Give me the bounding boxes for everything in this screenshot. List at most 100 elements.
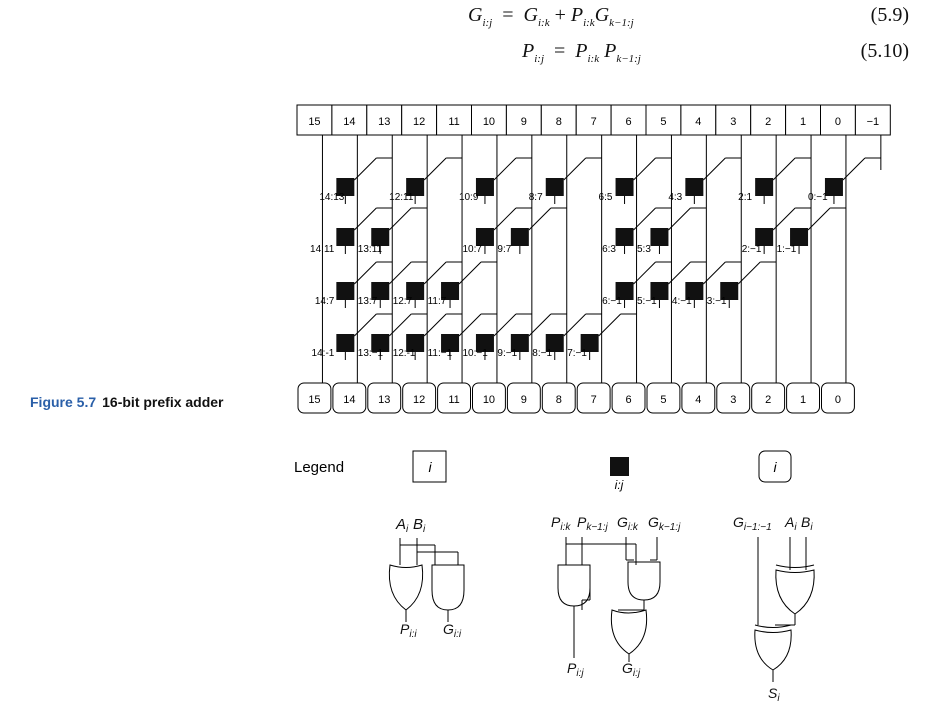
top-bit-cell (715, 104, 752, 136)
bottom-bit-label: 11 (448, 394, 459, 406)
eq2-lhs: Pi:j (522, 40, 544, 65)
prefix-node (441, 282, 460, 300)
sum-output-s: Si (768, 685, 780, 704)
prefix-node (755, 178, 774, 196)
top-bit-label: 12 (413, 116, 425, 128)
prefix-node-label: 2:1 (738, 192, 752, 203)
top-bit-label: 8 (556, 116, 562, 128)
legend-sum-box (758, 450, 792, 483)
wires (321, 135, 882, 383)
prefix-node-label: 6:5 (599, 192, 613, 203)
bottom-bit-cell (716, 382, 751, 414)
sum-input-g: Gi−1:−1 (733, 514, 772, 533)
bottom-bit-label: 3 (730, 394, 736, 406)
prefix-node-label: 7:−1 (567, 348, 587, 359)
prefix-node-label: 14:11 (310, 244, 335, 255)
equation-number-5-9: (5.9) (870, 4, 909, 26)
bottom-bit-cell (402, 382, 437, 414)
prefix-node-label: 1:−1 (777, 244, 797, 255)
pg-input-a: Ai (395, 516, 409, 535)
prefix-node-label: 4:−1 (672, 296, 692, 307)
top-bit-label: 10 (483, 116, 495, 128)
top-bit-cell (750, 104, 787, 136)
pg-output-p: Pi:i (400, 621, 417, 640)
prefix-node-label: 3:−1 (707, 296, 727, 307)
top-bit-label: 6 (625, 116, 631, 128)
top-bit-cell (505, 104, 542, 136)
top-bit-label: 0 (835, 116, 841, 128)
eq2-term-p1: Pi:k (575, 40, 600, 65)
eq1-term-g2: Gk−1:j (594, 4, 634, 29)
prefix-node-label: 11:−1 (428, 348, 453, 359)
top-bit-cell (401, 104, 438, 136)
prefix-node (475, 228, 494, 246)
top-bit-label: 4 (695, 116, 701, 128)
prefix-node-label: 8:−1 (532, 348, 552, 359)
equation-number-5-10: (5.10) (860, 40, 909, 62)
bottom-bit-cell (541, 382, 576, 414)
prefix-node (755, 228, 774, 246)
prefix-node-label: 6:3 (602, 244, 616, 255)
top-bit-cell (575, 104, 612, 136)
top-bit-cell (854, 104, 891, 136)
bottom-bit-cell (576, 382, 611, 414)
prefix-node (685, 178, 704, 196)
legend: Legend i i:j i Ai Bi Pi:i Gi:i Pi:k Pk−1 (294, 450, 815, 704)
prefix-node-label: 14:13 (319, 192, 344, 203)
bottom-bit-cell (646, 382, 681, 414)
prefix-node (824, 178, 843, 196)
top-bit-label: 2 (765, 116, 771, 128)
prefix-node-label: 13:−1 (358, 348, 384, 359)
prefix-node-label: 6:−1 (602, 296, 622, 307)
bottom-bit-label: 4 (695, 394, 701, 406)
bottom-bit-cell (786, 382, 820, 414)
bottom-bit-label: 5 (660, 394, 666, 406)
prefix-node (545, 178, 564, 196)
prefix-node (336, 334, 355, 352)
legend-sum-box-label: i (773, 459, 777, 475)
node-input-g1: Gi:k (617, 514, 639, 533)
prefix-node (371, 282, 390, 300)
legend-node-label: i:j (615, 478, 624, 492)
legend-prefix-node-logic: Pi:k Pk−1:j Gi:k Gk−1:j Pi:j Gi:j (551, 514, 681, 679)
top-bit-label: 3 (730, 116, 736, 128)
prefix-node (545, 334, 564, 352)
bottom-bit-cell (821, 382, 855, 414)
bottom-bit-label: 7 (591, 394, 597, 406)
bottom-bit-label: 2 (765, 394, 771, 406)
prefix-node (406, 334, 425, 352)
bottom-bit-cell (751, 382, 786, 414)
bottom-bit-cell (332, 382, 367, 414)
prefix-node-label: 14:-1 (312, 348, 335, 359)
prefix-node-label: 12:-1 (393, 348, 416, 359)
prefix-node-label: 2:−1 (742, 244, 762, 255)
prefix-nodes (336, 178, 843, 352)
top-bit-cell (645, 104, 682, 136)
prefix-node-label: 8:7 (529, 192, 543, 203)
bottom-bit-label: 0 (835, 394, 841, 406)
prefix-node-label: 13:11 (358, 244, 383, 255)
bottom-bit-label: 13 (378, 394, 390, 406)
eq1-lhs: Gi:j (468, 4, 493, 29)
prefix-node (615, 228, 634, 246)
sum-input-a: Ai (784, 514, 797, 533)
node-output-p: Pi:j (567, 660, 584, 679)
equation-5-9: Gi:j = Gi:k + Pi:kGk−1:j (468, 4, 634, 29)
bottom-bit-cell (367, 382, 402, 414)
eq1-term-p: Pi:k (570, 4, 595, 29)
prefix-node (580, 334, 599, 352)
prefix-node (406, 282, 425, 300)
bottom-bit-label: 8 (556, 394, 562, 406)
bottom-bit-cell (297, 382, 332, 414)
prefix-node (615, 282, 634, 300)
sum-input-b: Bi (801, 514, 813, 533)
prefix-node-label: 10:7 (463, 244, 483, 255)
prefix-node (510, 334, 529, 352)
prefix-node-label: 5:−1 (637, 296, 657, 307)
top-bit-label: 7 (591, 116, 597, 128)
top-bit-label: 9 (521, 116, 527, 128)
pg-input-b: Bi (413, 516, 426, 535)
